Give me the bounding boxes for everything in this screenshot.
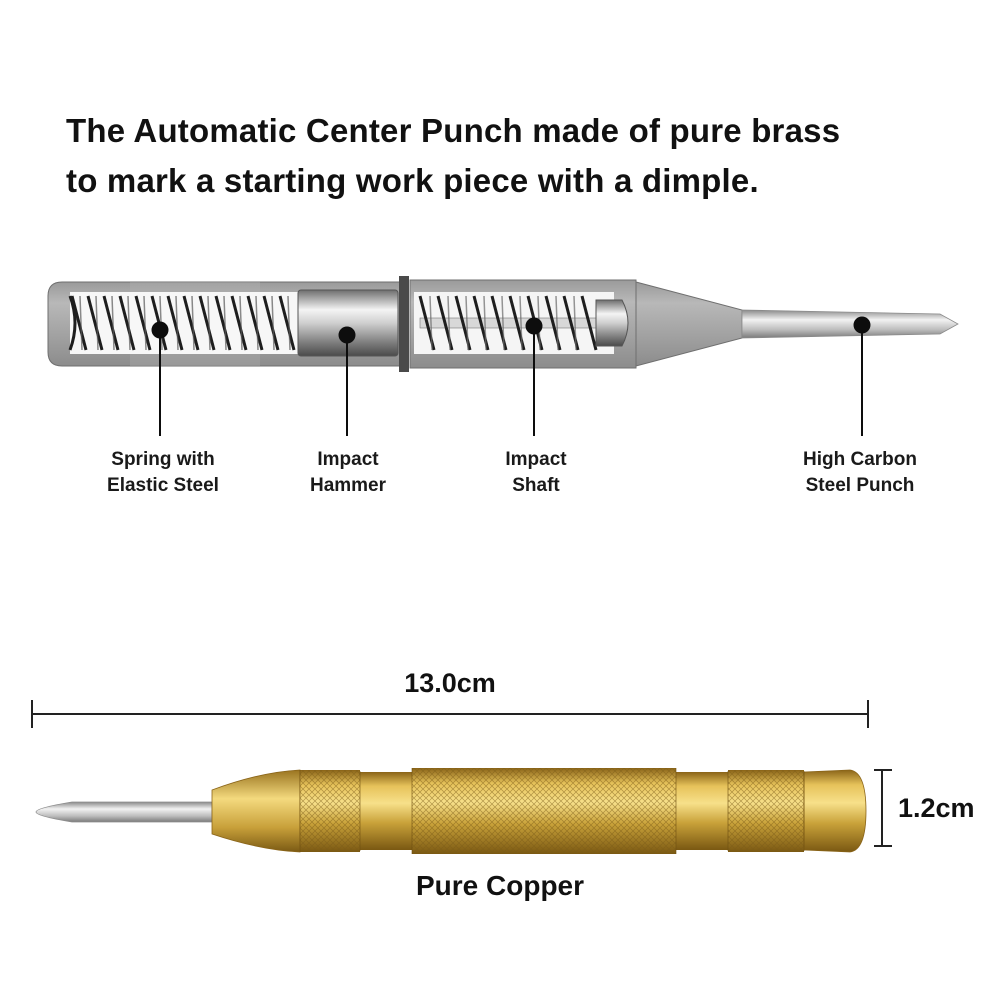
headline: The Automatic Center Punch made of pure …	[66, 106, 986, 206]
callout-shaft-line-2: Shaft	[512, 475, 560, 496]
callout-spring-line-2: Elastic Steel	[107, 475, 219, 496]
diameter-dimension-line	[874, 769, 892, 847]
length-dimension-line	[31, 700, 869, 728]
steel-tip	[35, 801, 213, 823]
headline-line-2: to mark a starting work piece with a dim…	[66, 162, 759, 199]
length-label: 13.0cm	[404, 668, 496, 698]
callout-shaft: Impact Shaft	[426, 447, 646, 499]
headline-line-1: The Automatic Center Punch made of pure …	[66, 112, 841, 149]
brass-punch	[35, 768, 867, 854]
callout-punch-line-2: Steel Punch	[805, 475, 915, 496]
callout-hammer-line-1: Impact	[317, 449, 379, 470]
callout-punch-line-1: High Carbon	[803, 449, 917, 470]
callout-shaft-line-1: Impact	[505, 449, 567, 470]
callout-spring: Spring with Elastic Steel	[53, 447, 273, 499]
callout-spring-line-1: Spring with	[111, 449, 215, 470]
material-label: Pure Copper	[415, 870, 585, 901]
callout-hammer: Impact Hammer	[238, 447, 458, 499]
callout-hammer-line-2: Hammer	[309, 475, 387, 496]
cutaway-diagram	[47, 276, 959, 436]
diameter-label: 1.2cm	[898, 793, 975, 823]
callout-punch: High Carbon Steel Punch	[750, 447, 970, 499]
